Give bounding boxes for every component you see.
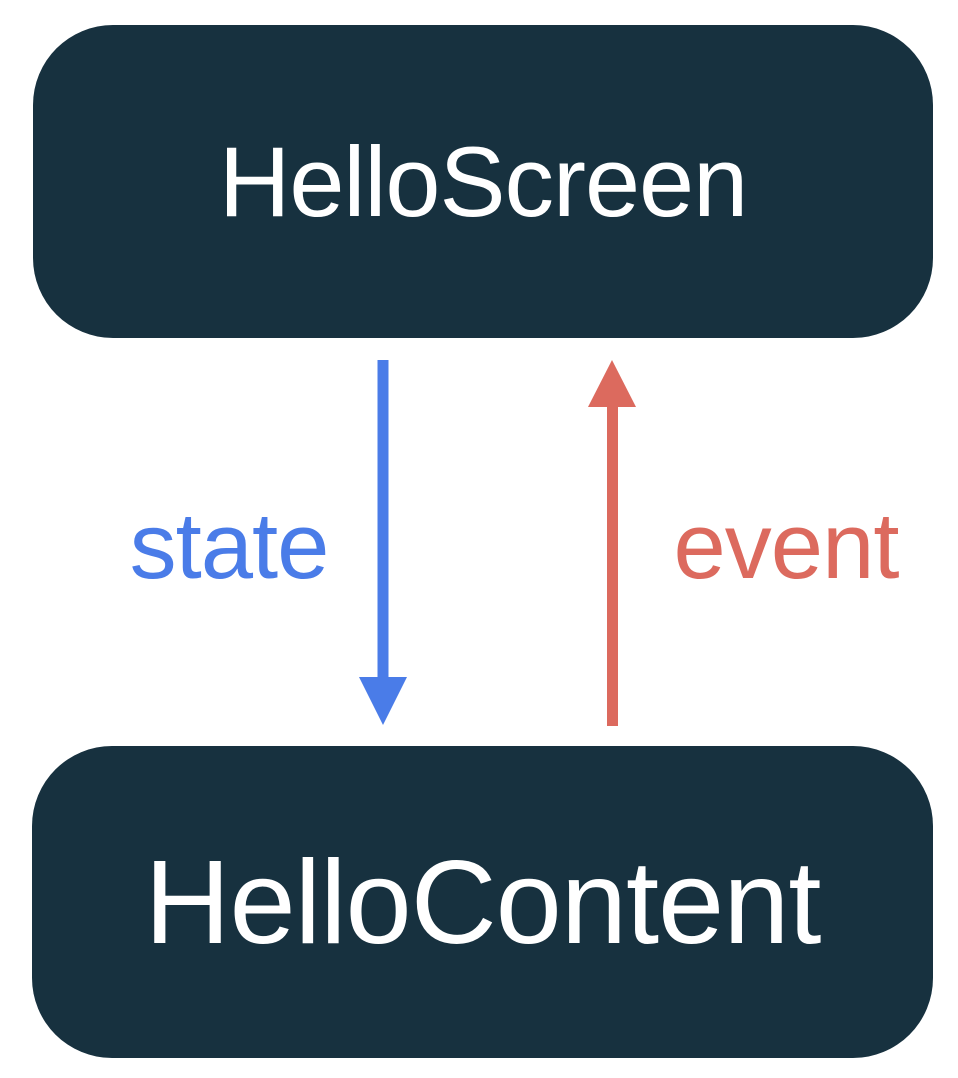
state-down-arrow-icon [359, 360, 407, 725]
state-arrow-shaft [377, 360, 389, 682]
hello-screen-node: HelloScreen [33, 25, 933, 338]
event-up-arrow-icon [588, 360, 636, 726]
event-label: event [673, 493, 900, 598]
event-arrowhead [588, 360, 636, 407]
hello-screen-label: HelloScreen [218, 126, 748, 237]
hello-content-label: HelloContent [144, 835, 822, 969]
event-arrow-shaft [607, 405, 618, 726]
hello-content-node: HelloContent [32, 746, 933, 1058]
state-arrowhead [359, 677, 407, 725]
state-label: state [129, 493, 330, 598]
